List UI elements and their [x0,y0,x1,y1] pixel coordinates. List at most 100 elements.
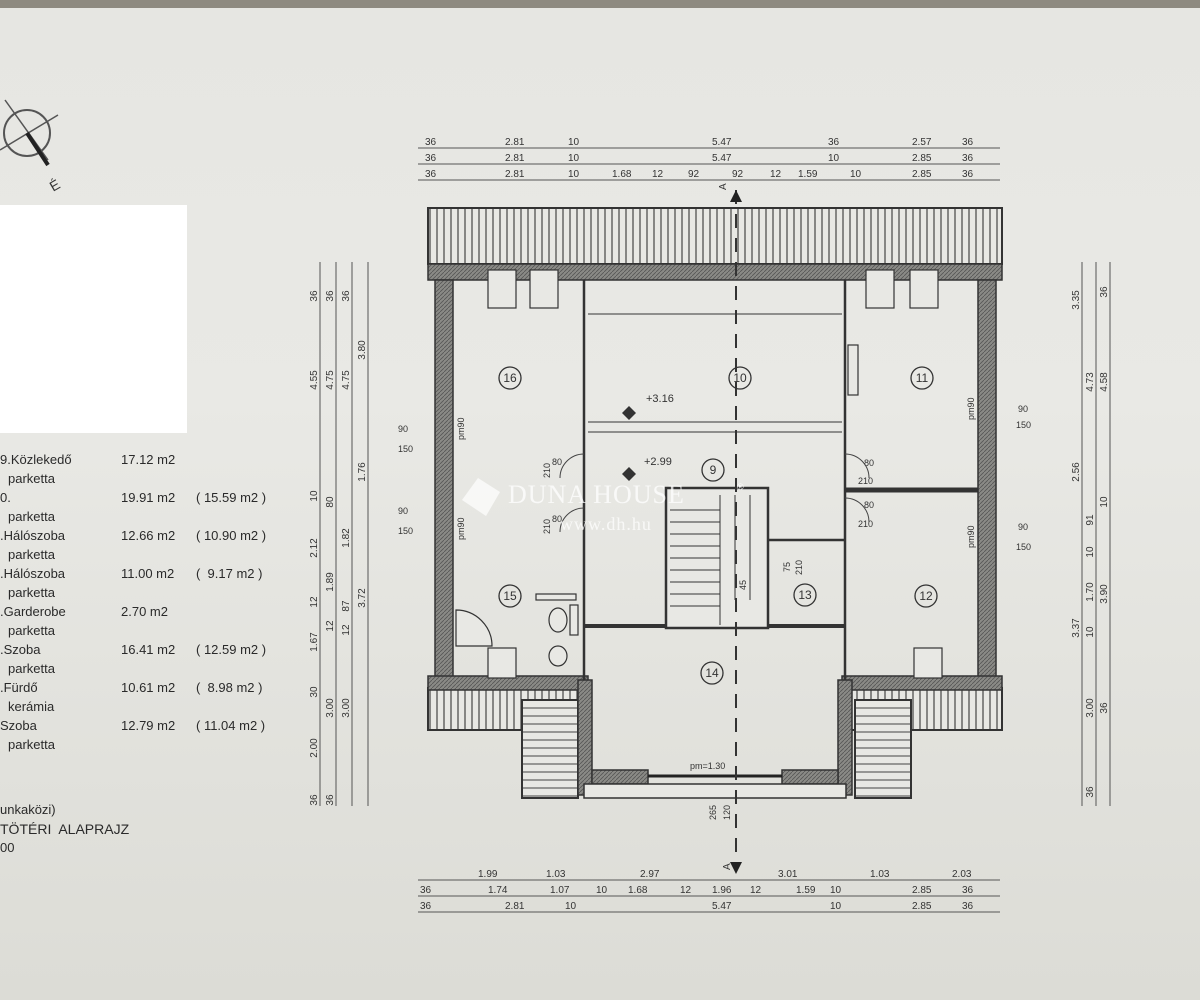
dimension-label: 3.00 [341,698,352,718]
dimension-label: 12 [680,885,692,896]
room-net-area: ( 12.59 m2 ) [196,642,267,657]
level-label: +3.16 [646,393,674,405]
dimension-label: 1.74 [488,885,508,896]
annotation-label: 210 [542,463,552,478]
dimension-label: 36 [962,885,974,896]
room-net-area: ( 10.90 m2 ) [196,528,267,543]
dimension-label: 1.59 [798,169,818,180]
annotation-label: pm90 [456,417,466,440]
room-number: 13 [798,588,812,602]
dimension-label: 5.47 [712,153,732,164]
dimension-label: 2.81 [505,153,525,164]
annotation-label: pm=1.30 [690,761,725,771]
dimension-label: 36 [309,794,320,806]
room-area: 12.66 m2 [121,528,176,543]
dimension-label: 12 [309,596,320,608]
room-marker: 9 [701,458,725,482]
dimension-label: 36 [420,901,432,912]
dimension-label: 4.55 [309,370,320,390]
annotation-label: 90 [398,424,408,434]
dimension-label: 12 [325,620,336,632]
dimension-label: 1.68 [612,169,632,180]
dimension-label: 3.80 [357,340,368,360]
floor-type: parketta [8,547,55,562]
dimension-label: 36 [325,794,336,806]
annotation-label: 150 [1016,542,1031,552]
annotation-label: 80 [864,500,874,510]
dimension-label: 5.47 [712,901,732,912]
legend-floor-row: parketta [0,547,300,566]
room-name: .Hálószoba [0,566,66,581]
dimension-label: 10 [830,885,842,896]
dimension-label: 36 [420,885,432,896]
dimension-label: 2.57 [912,137,932,148]
dimension-label: 80 [325,496,336,508]
floor-type: parketta [8,471,55,486]
roof-windows [487,269,943,679]
annotations: +3.16+2.9990150901509015090150pm90pm90pm… [398,393,1031,820]
title-line-1: unkaközi) [0,802,56,817]
dimension-label: 3.01 [778,869,798,880]
floor-type: parketta [8,737,55,752]
plan-scale: 00 [0,840,15,855]
annotation-label: 90 [398,506,408,516]
section-label-top: A [718,183,729,190]
dimension-label: 10 [568,169,580,180]
door-swing [844,453,870,479]
dimension-label: 91 [1085,514,1096,526]
floor-type: parketta [8,661,55,676]
section-arrow-icon [730,862,742,874]
annotation-label: 120 [722,805,732,820]
dimension-label: 3.72 [357,588,368,608]
annotation-label: 150 [1016,420,1031,430]
annotation-label: 210 [858,476,873,486]
dimension-label: 10 [565,901,577,912]
dimension-label: 1.07 [550,885,570,896]
legend-row: Szoba 12.79 m2 ( 11.04 m2 ) [0,718,300,737]
room-name: 0. [0,490,11,505]
section-arrow-icon [730,190,742,202]
annotation-label: 75 [782,562,792,572]
dimension-label: 36 [309,290,320,302]
dimension-label: 36 [425,137,437,148]
annotation-label: 210 [794,560,804,575]
dimension-label: 4.75 [325,370,336,390]
dimension-label: 2.97 [640,869,660,880]
floor-type: parketta [8,623,55,638]
dimension-label: 1.76 [357,462,368,482]
dimension-label: 2.81 [505,901,525,912]
room-net-area: ( 15.59 m2 ) [196,490,267,505]
room-name: .Szoba [0,642,41,657]
dimension-label: 1.89 [325,572,336,592]
room-marker: 15 [498,584,522,608]
room-area: 2.70 m2 [121,604,168,619]
annotation-label: 210 [858,519,873,529]
dimension-label: 36 [1099,702,1110,714]
watermark: DUNA HOUSE ® www.dh.hu [462,478,744,534]
legend-row: .Fürdő 10.61 m2 ( 8.98 m2 ) [0,680,300,699]
dimension-label: 12 [652,169,664,180]
dimension-label: 4.73 [1085,372,1096,392]
dimension-label: 2.00 [309,738,320,758]
dimension-label: 2.56 [1071,462,1082,482]
dimension-label: 1.59 [796,885,816,896]
dimension-label: 2.85 [912,153,932,164]
room-name: .Fürdő [0,680,38,695]
room-number: 10 [733,371,747,385]
annotation-label: 265 [708,805,718,820]
annotation-label: pm90 [456,517,466,540]
legend-floor-row: parketta [0,585,300,604]
room-number: 14 [705,666,719,680]
dimension-label: 36 [1099,286,1110,298]
room-number: 11 [916,371,929,385]
dimension-label: 1.96 [712,885,732,896]
room-area: 16.41 m2 [121,642,176,657]
annotation-label: 90 [1018,522,1028,532]
dimension-label: 87 [341,600,352,612]
dimension-label: 1.03 [546,869,566,880]
dimension-label: 10 [1085,546,1096,558]
legend-row: .Hálószoba 11.00 m2 ( 9.17 m2 ) [0,566,300,585]
watermark-logo-icon [462,478,500,516]
